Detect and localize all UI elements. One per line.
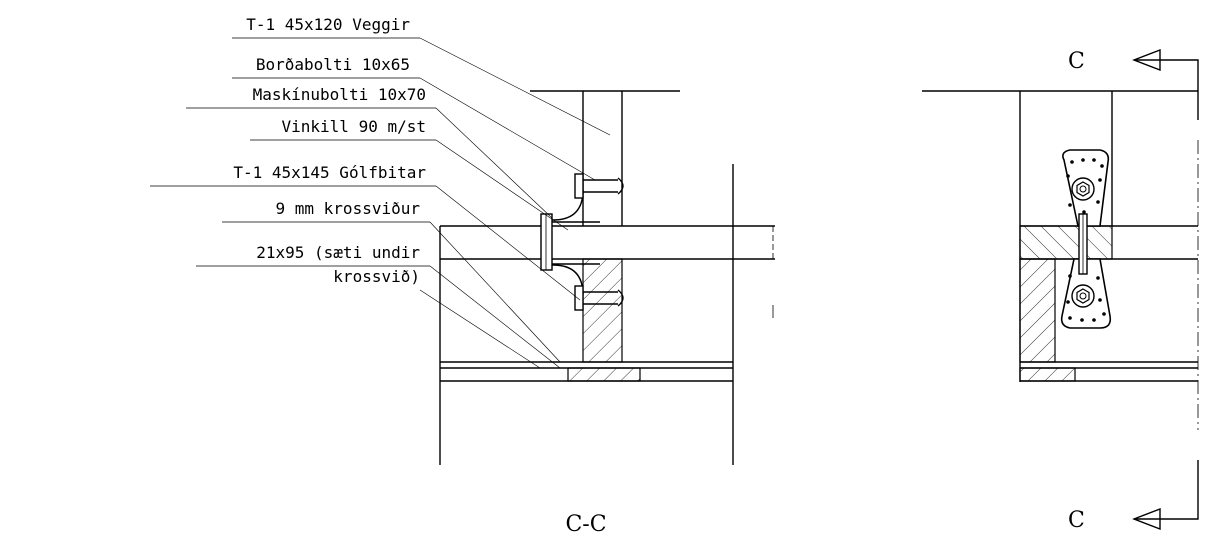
- label-bordabolti: Borðabolti 10x65: [256, 55, 410, 74]
- section-cut-line: [1132, 48, 1199, 531]
- lower-hanger-plate: [1060, 258, 1112, 329]
- section-marker-bottom: C: [1068, 508, 1085, 533]
- label-maskinubolti: Maskínubolti 10x70: [253, 85, 426, 104]
- upper-hanger-plate: [1062, 149, 1110, 227]
- label-saeti-line2: krossvið): [333, 267, 420, 286]
- label-veggir: T-1 45x120 Veggir: [246, 15, 410, 34]
- label-saeti-line1: 21x95 (sæti undir: [256, 243, 420, 262]
- section-title: C-C: [565, 512, 606, 537]
- label-golfbitar: T-1 45x145 Gólfbitar: [233, 163, 426, 182]
- right-detail: [922, 48, 1199, 531]
- section-marker-top: C: [1068, 49, 1085, 74]
- label-krossvidur: 9 mm krossviður: [276, 199, 421, 218]
- annotation-labels: T-1 45x120 Veggir Borðabolti 10x65 Maskí…: [150, 15, 611, 369]
- left-detail: [439, 90, 775, 465]
- label-vinkill: Vinkill 90 m/st: [282, 117, 427, 136]
